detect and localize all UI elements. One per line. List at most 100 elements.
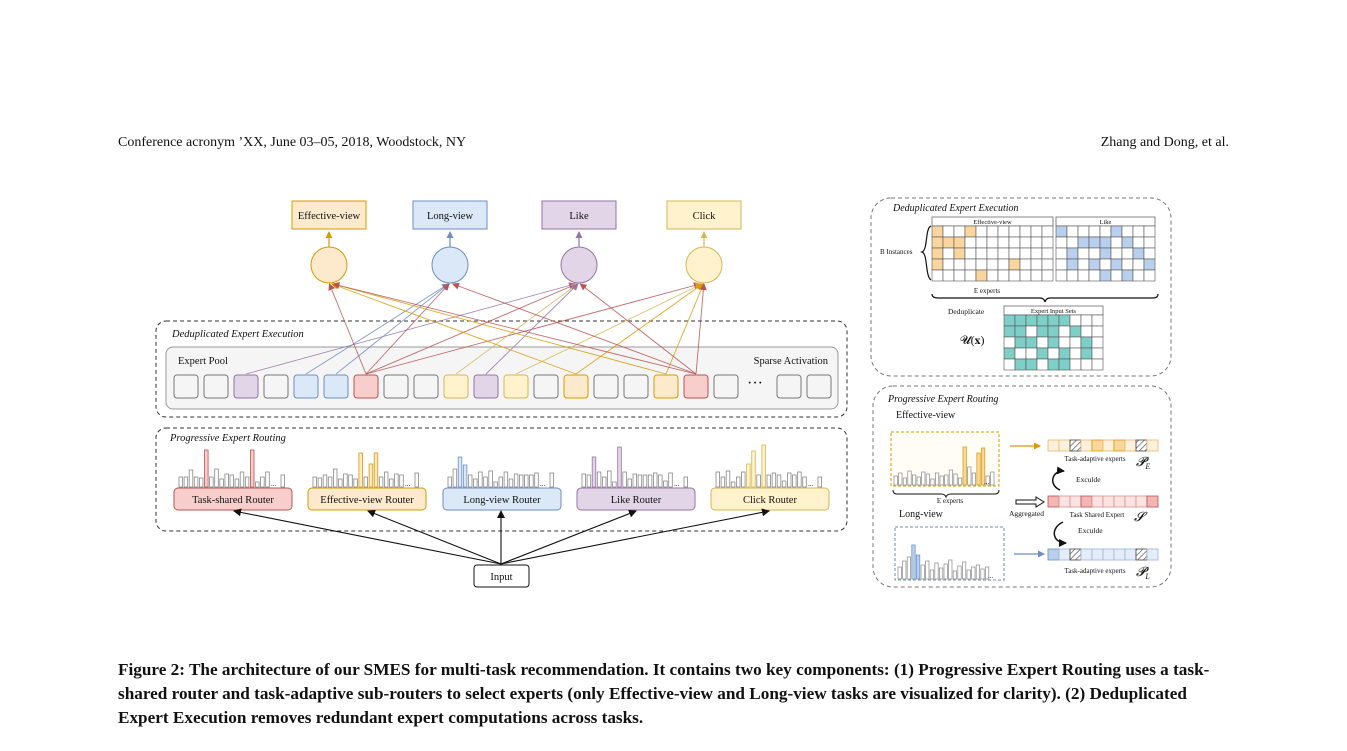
routing-score-bar (897, 566, 902, 580)
expert-cell (173, 374, 199, 399)
task-adaptive-expert-cell (1058, 548, 1071, 561)
s-symbol: 𝓢 (1134, 509, 1148, 524)
expert-cell (623, 374, 649, 399)
routing-score-bar (934, 562, 939, 580)
router-score-bar (627, 478, 632, 488)
task-adaptive-label-2: Task-adaptive experts (1064, 567, 1125, 575)
input-sets-grid-cell (1047, 314, 1060, 327)
expert-cell (413, 374, 439, 399)
router-score-bar (260, 476, 265, 488)
effective-view-grid-cell (1019, 269, 1032, 282)
router-score-bar (317, 477, 323, 488)
router-score-bar (756, 474, 761, 488)
effective-view-grid-cell (997, 269, 1010, 282)
task-adaptive-expert-cell (1080, 439, 1093, 452)
bar-ellipsis: ... (271, 480, 277, 488)
expert-cell (533, 374, 559, 399)
router-score-bar (725, 470, 731, 488)
like-grid-cell (1143, 236, 1156, 249)
router-score-bar (383, 471, 389, 488)
input-sets-grid-cell (1025, 336, 1038, 349)
task-label: Long-view (427, 211, 473, 222)
dedup-panel (870, 197, 1172, 377)
input-sets-grid-cell (1069, 347, 1082, 360)
router-score-bar (658, 474, 663, 488)
routing-score-bars: ...... (893, 446, 995, 580)
expert-cell (293, 374, 319, 399)
effective-view-grid-cell (964, 247, 977, 260)
router-score-bar (586, 474, 592, 488)
input-sets-grid-cell (1047, 358, 1060, 371)
router-label: Task-shared Router (192, 495, 274, 506)
router-score-bar (503, 471, 509, 488)
router-score-bar (591, 456, 597, 488)
router-score-bar (483, 476, 488, 488)
router-score-bar (663, 480, 668, 488)
routing-score-bar (948, 469, 953, 486)
router-score-bar (204, 449, 209, 488)
router-label: Click Router (743, 495, 797, 506)
expert-cell (263, 374, 289, 399)
expert-tower-link (485, 283, 579, 375)
expert-cell (203, 374, 229, 399)
router-score-bar (394, 473, 399, 488)
router-score-bar (378, 476, 384, 488)
like-grid-cell (1121, 247, 1134, 260)
router-score-bar (781, 480, 787, 488)
dedup-title: Deduplicated Expert Execution (892, 203, 1019, 214)
expert-tower-link (575, 283, 704, 375)
router-score-bar (581, 473, 586, 488)
expert-tower-link (331, 282, 577, 375)
router-score-bar (389, 478, 394, 488)
long-view-label: Long-view (899, 509, 944, 520)
input-sets-grid-cell (1003, 325, 1016, 338)
routing-score-bar (893, 475, 898, 486)
router-score-bar (751, 450, 756, 488)
router-box (173, 487, 293, 511)
routing-score-bar (981, 447, 986, 486)
router-score-bar (622, 471, 627, 488)
input-sets-grid-cell (1014, 325, 1027, 338)
input-sets-grid-cell (1047, 325, 1060, 338)
effective-view-grid-cell (942, 269, 955, 282)
input-sets-grid-cell (1080, 314, 1093, 327)
routing-score-bar (952, 570, 957, 580)
effective-view-grid-cell (953, 225, 966, 238)
expert-tower-link (332, 282, 667, 375)
task-box-like (541, 200, 617, 230)
bar-ellipsis: ... (674, 480, 680, 488)
routing-score-bar (985, 475, 990, 486)
tower-circle (560, 246, 598, 284)
expert-tower-link (245, 282, 576, 375)
effective-view-grid-cell (1041, 269, 1054, 282)
input-sets-grid-cell (1003, 347, 1016, 360)
p-l-symbol: 𝓟L (1136, 564, 1150, 581)
task-label: Like (569, 211, 589, 222)
router-score-bar (715, 471, 720, 488)
router-score-bar (730, 481, 736, 488)
input-sets-grid-cell (1025, 358, 1038, 371)
effective-view-grid-cell (1008, 247, 1021, 260)
router-score-bar (265, 471, 270, 488)
effective-view-grid-cell (931, 247, 944, 260)
input-label: Input (490, 572, 512, 583)
router-label: Effective-view Router (320, 495, 414, 506)
router-score-bar (478, 471, 483, 488)
like-grid-cell (1088, 225, 1101, 238)
router-score-bar (343, 473, 348, 488)
task-shared-expert-cell (1091, 495, 1104, 508)
effective-view-grid-cell (975, 258, 988, 271)
effective-view-grid-cell (975, 247, 988, 260)
effective-view-grid-cell (986, 258, 999, 271)
routing-score-bar (944, 474, 949, 486)
router-score-bar (338, 478, 343, 488)
tower-circle (310, 246, 348, 284)
router-score-bar (529, 474, 534, 488)
effective-view-grid-cell (964, 269, 977, 282)
routing-score-bar (939, 475, 944, 486)
task-adaptive-expert-cell (1047, 439, 1060, 452)
bar-ellipsis: ... (540, 480, 546, 488)
like-grid-cell (1110, 225, 1123, 238)
